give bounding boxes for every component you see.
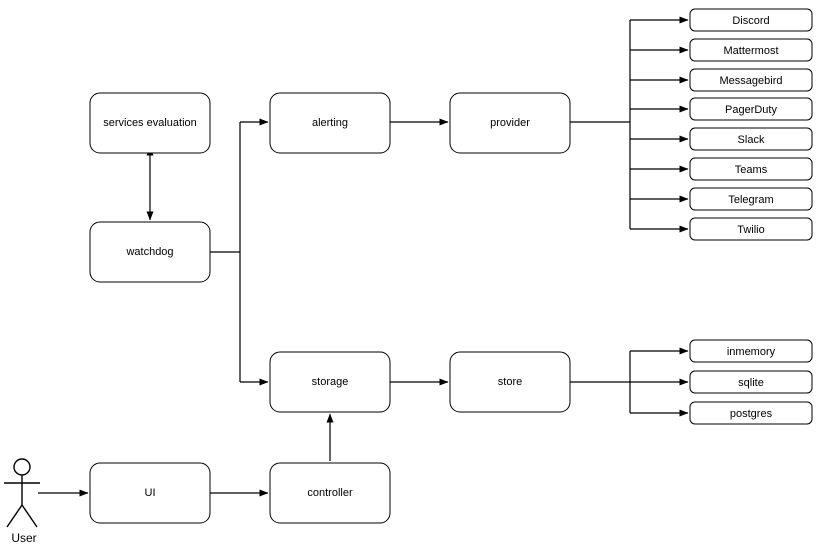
node-watchdog-rect[interactable] <box>89 221 211 283</box>
actor-head-icon <box>13 458 31 476</box>
store-label-sqlite: sqlite <box>738 377 764 389</box>
node-store-label: store <box>498 376 522 388</box>
provider-label-discord: Discord <box>732 15 769 27</box>
actor-leg-left-icon <box>6 504 23 528</box>
provider-label-slack: Slack <box>738 134 765 146</box>
store-leaf-layer: inmemory sqlite postgres <box>689 339 813 425</box>
provider-leaf-layer: DiscordMattermostMessagebirdPagerDutySla… <box>689 8 813 241</box>
node-storage-rect[interactable] <box>269 351 391 413</box>
node-controller-rect[interactable] <box>269 462 391 524</box>
provider-label-mattermost: Mattermost <box>723 45 778 57</box>
node-store[interactable]: store <box>449 351 571 413</box>
node-provider[interactable]: provider <box>449 92 571 154</box>
provider-label-messagebird: Messagebird <box>720 75 783 87</box>
node-watchdog[interactable]: watchdog <box>89 221 211 283</box>
provider-label-pagerduty: PagerDuty <box>725 104 777 116</box>
node-ui[interactable]: UI <box>89 462 211 524</box>
node-services-evaluation[interactable]: services evaluation <box>89 92 211 154</box>
node-ui-label: UI <box>145 487 156 499</box>
provider-rect-pagerduty[interactable] <box>689 97 813 121</box>
store-branch-lines <box>630 347 689 417</box>
provider-node-slack[interactable]: Slack <box>689 127 813 151</box>
provider-label-teams: Teams <box>735 164 768 176</box>
store-node-sqlite[interactable]: sqlite <box>689 370 813 394</box>
provider-node-twilio[interactable]: Twilio <box>689 217 813 241</box>
node-provider-label: provider <box>490 117 530 129</box>
node-alerting-rect[interactable] <box>269 92 391 154</box>
node-watchdog-label: watchdog <box>125 246 173 258</box>
store-rect-inmemory[interactable] <box>689 339 813 363</box>
edge-layer <box>38 16 689 497</box>
store-rect-sqlite[interactable] <box>689 370 813 394</box>
provider-node-telegram[interactable]: Telegram <box>689 187 813 211</box>
provider-label-telegram: Telegram <box>728 194 773 206</box>
provider-rect-messagebird[interactable] <box>689 68 813 92</box>
store-node-postgres[interactable]: postgres <box>689 401 813 425</box>
provider-rect-teams[interactable] <box>689 157 813 181</box>
provider-rect-mattermost[interactable] <box>689 38 813 62</box>
provider-branch-lines <box>630 16 689 233</box>
node-storage[interactable]: storage <box>269 351 391 413</box>
provider-node-teams[interactable]: Teams <box>689 157 813 181</box>
node-services-evaluation-rect[interactable] <box>89 92 211 154</box>
node-controller-label: controller <box>307 487 353 499</box>
node-controller[interactable]: controller <box>269 462 391 524</box>
provider-node-pagerduty[interactable]: PagerDuty <box>689 97 813 121</box>
provider-node-messagebird[interactable]: Messagebird <box>689 68 813 92</box>
provider-node-discord[interactable]: Discord <box>689 8 813 32</box>
node-provider-rect[interactable] <box>449 92 571 154</box>
provider-rect-telegram[interactable] <box>689 187 813 211</box>
actor-leg-right-icon <box>21 504 38 528</box>
node-ui-rect[interactable] <box>89 462 211 524</box>
provider-rect-slack[interactable] <box>689 127 813 151</box>
actor-label: User <box>11 531 36 545</box>
store-node-inmemory[interactable]: inmemory <box>689 339 813 363</box>
store-label-inmemory: inmemory <box>727 346 776 358</box>
store-label-postgres: postgres <box>730 408 773 420</box>
node-services-evaluation-label: services evaluation <box>103 117 197 129</box>
node-alerting[interactable]: alerting <box>269 92 391 154</box>
provider-node-mattermost[interactable]: Mattermost <box>689 38 813 62</box>
node-store-rect[interactable] <box>449 351 571 413</box>
node-layer: services evaluation watchdog alerting pr… <box>89 92 571 524</box>
node-alerting-label: alerting <box>312 117 348 129</box>
provider-label-twilio: Twilio <box>737 224 765 236</box>
user-actor[interactable]: User <box>4 458 40 545</box>
provider-rect-twilio[interactable] <box>689 217 813 241</box>
provider-rect-discord[interactable] <box>689 8 813 32</box>
node-storage-label: storage <box>312 376 349 388</box>
store-rect-postgres[interactable] <box>689 401 813 425</box>
